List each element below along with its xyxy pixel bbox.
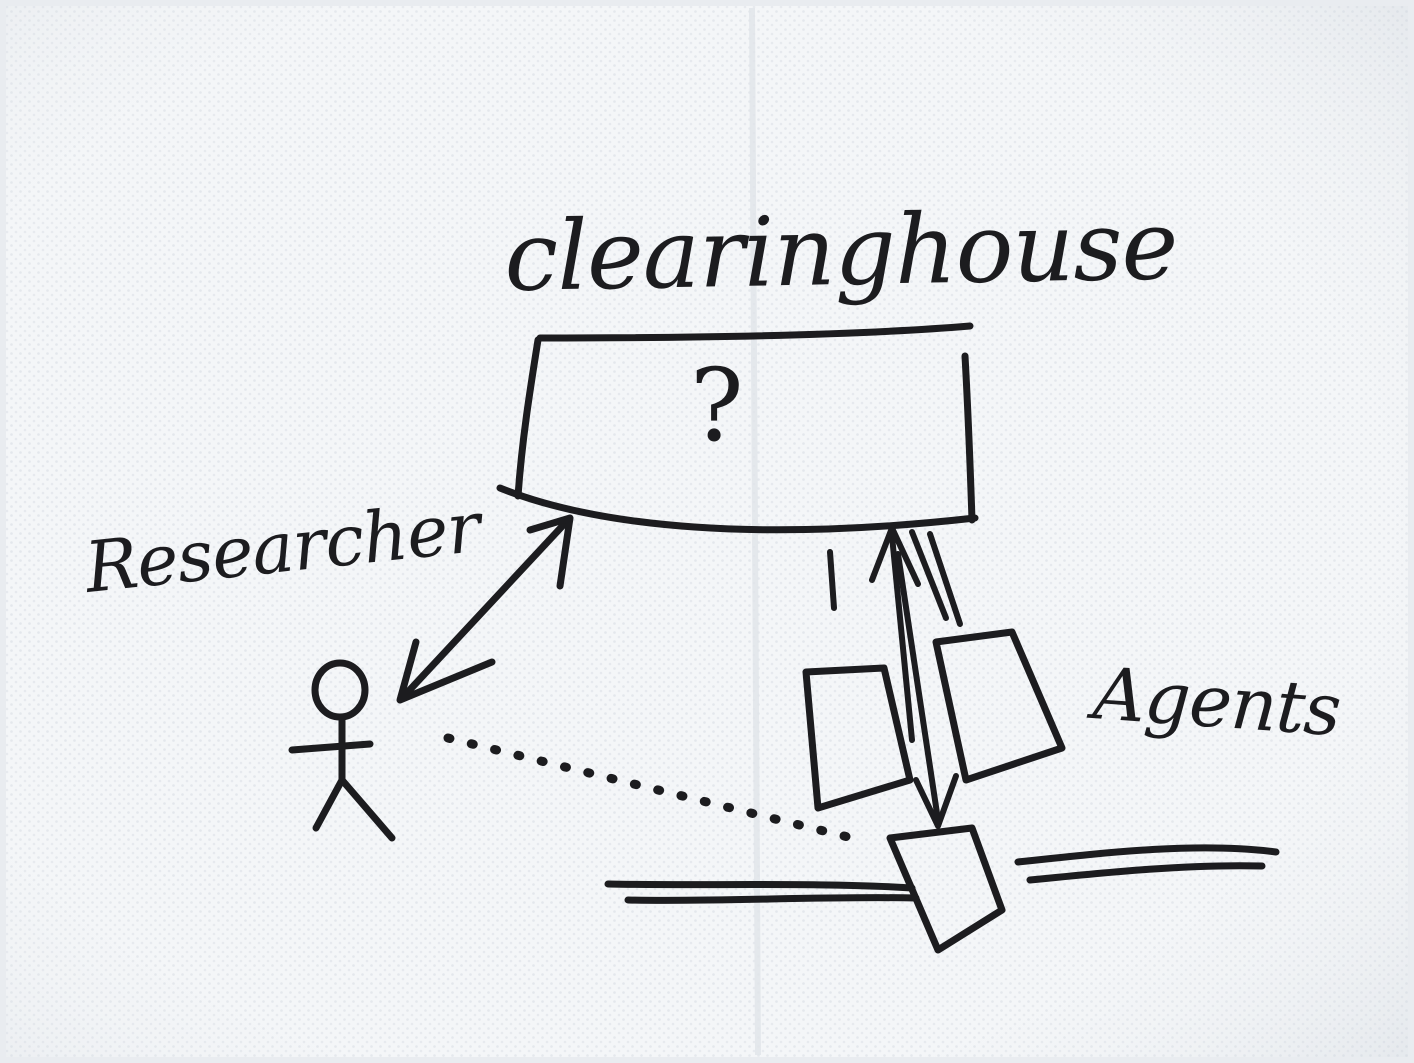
question-mark-symbol: ? xyxy=(690,347,744,464)
researcher-clearinghouse-arrow xyxy=(396,514,574,704)
agent-document-icon xyxy=(932,628,1066,784)
ground-line xyxy=(604,844,1280,904)
agents-label: Agents xyxy=(1085,651,1343,752)
researcher-figure-icon xyxy=(288,659,396,842)
clearinghouse-box xyxy=(496,322,979,534)
dotted-connection-line xyxy=(443,733,857,843)
agents-clearinghouse-arrows xyxy=(827,525,963,829)
clearinghouse-label: clearinghouse xyxy=(503,189,1178,313)
agent-document-icon xyxy=(802,664,914,812)
agent-document-icon xyxy=(886,824,1006,954)
